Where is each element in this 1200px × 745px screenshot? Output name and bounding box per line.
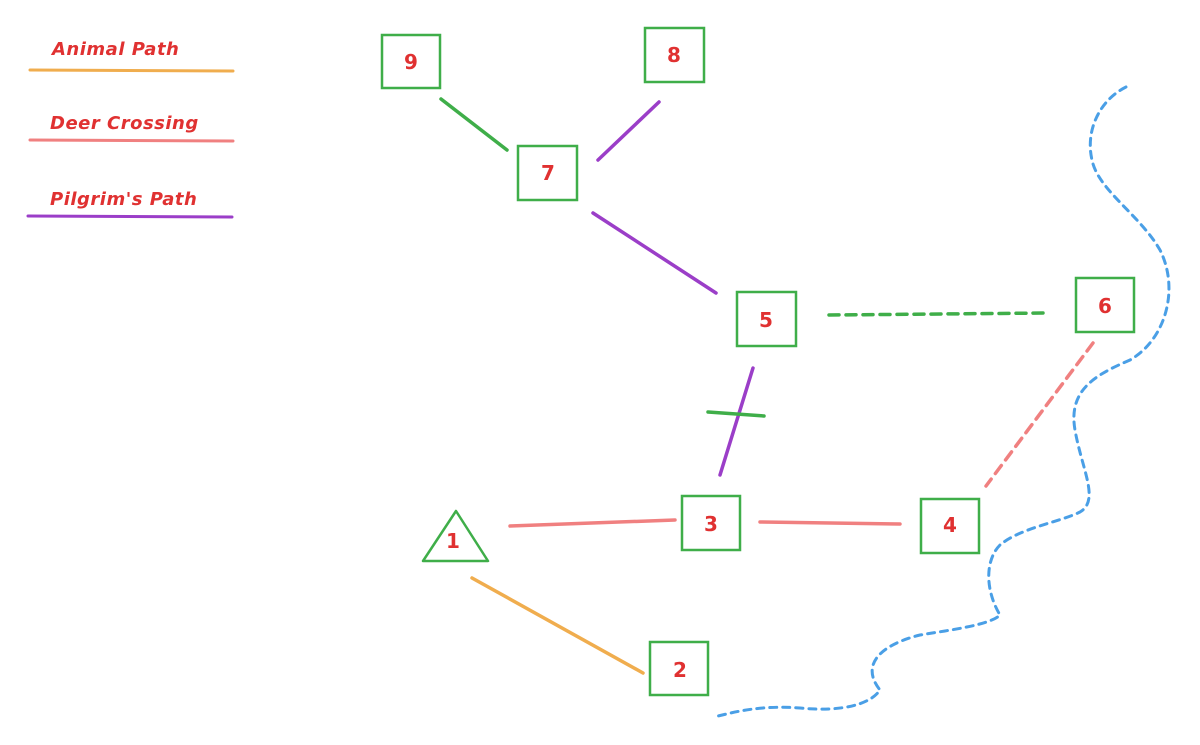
river-line <box>716 85 1171 718</box>
legend-line-pilgrims-path <box>26 214 234 219</box>
edge-5-6 <box>827 311 1050 317</box>
edge-7-5 <box>591 211 718 295</box>
node-3-box <box>680 494 742 552</box>
node-7-box <box>516 144 579 202</box>
edge-5-3 <box>718 366 755 477</box>
edge-crossbar-5-3 <box>706 410 766 418</box>
node-9-label: 9 <box>404 50 418 74</box>
node-2-label: 2 <box>673 658 687 682</box>
edge-1-2 <box>470 576 645 675</box>
edge-3-4 <box>758 520 902 526</box>
nodes: 1 2 3 4 5 6 7 8 <box>380 26 1136 697</box>
node-7-label: 7 <box>541 161 555 185</box>
edge-8-7 <box>596 100 661 162</box>
legend-item-deer-crossing: Deer Crossing <box>28 113 235 143</box>
node-8[interactable]: 8 <box>643 26 706 84</box>
node-6-label: 6 <box>1098 294 1112 318</box>
node-7[interactable]: 7 <box>516 144 579 202</box>
edge-6-4 <box>984 341 1095 488</box>
node-8-box <box>643 26 706 84</box>
legend-item-animal-path: Animal Path <box>28 39 235 73</box>
node-1-label: 1 <box>446 529 460 553</box>
edge-1-3 <box>508 518 677 528</box>
node-6[interactable]: 6 <box>1074 276 1136 334</box>
node-3[interactable]: 3 <box>680 494 742 552</box>
node-9[interactable]: 9 <box>380 33 442 90</box>
legend-line-deer-crossing <box>28 138 235 143</box>
legend-label-deer-crossing: Deer Crossing <box>50 113 199 134</box>
node-3-label: 3 <box>704 512 718 536</box>
node-1-triangle <box>421 509 490 563</box>
legend: Animal Path Deer Crossing Pilgrim's Path <box>26 39 235 219</box>
node-2[interactable]: 2 <box>648 640 710 697</box>
legend-item-pilgrims-path: Pilgrim's Path <box>26 189 234 219</box>
node-4-label: 4 <box>943 513 957 537</box>
legend-label-pilgrims-path: Pilgrim's Path <box>50 189 197 210</box>
node-8-label: 8 <box>667 43 681 67</box>
edges <box>439 97 1095 675</box>
node-6-box <box>1074 276 1136 334</box>
node-4[interactable]: 4 <box>919 497 981 555</box>
node-2-box <box>648 640 710 697</box>
node-4-box <box>919 497 981 555</box>
node-5-label: 5 <box>759 308 773 332</box>
node-5-box <box>735 290 798 348</box>
node-9-box <box>380 33 442 90</box>
node-5[interactable]: 5 <box>735 290 798 348</box>
node-1[interactable]: 1 <box>421 509 490 563</box>
legend-line-animal-path <box>28 68 235 73</box>
edge-9-7 <box>439 97 509 152</box>
legend-label-animal-path: Animal Path <box>50 39 179 60</box>
